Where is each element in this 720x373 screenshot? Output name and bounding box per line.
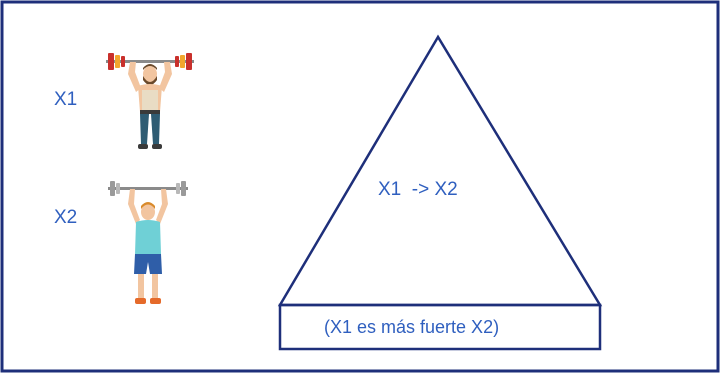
lifter-x2-label: X2 (54, 207, 78, 228)
weightlifter-icon (108, 181, 188, 304)
hierarchy-triangle (277, 34, 603, 307)
lifter-x1-label: X1 (54, 89, 78, 110)
strong-weightlifter-icon (106, 53, 194, 149)
footer-box (278, 303, 602, 351)
footer-text: (X1 es más fuerte X2) (324, 317, 500, 337)
relation-text: X1 -> X2 (378, 179, 458, 200)
